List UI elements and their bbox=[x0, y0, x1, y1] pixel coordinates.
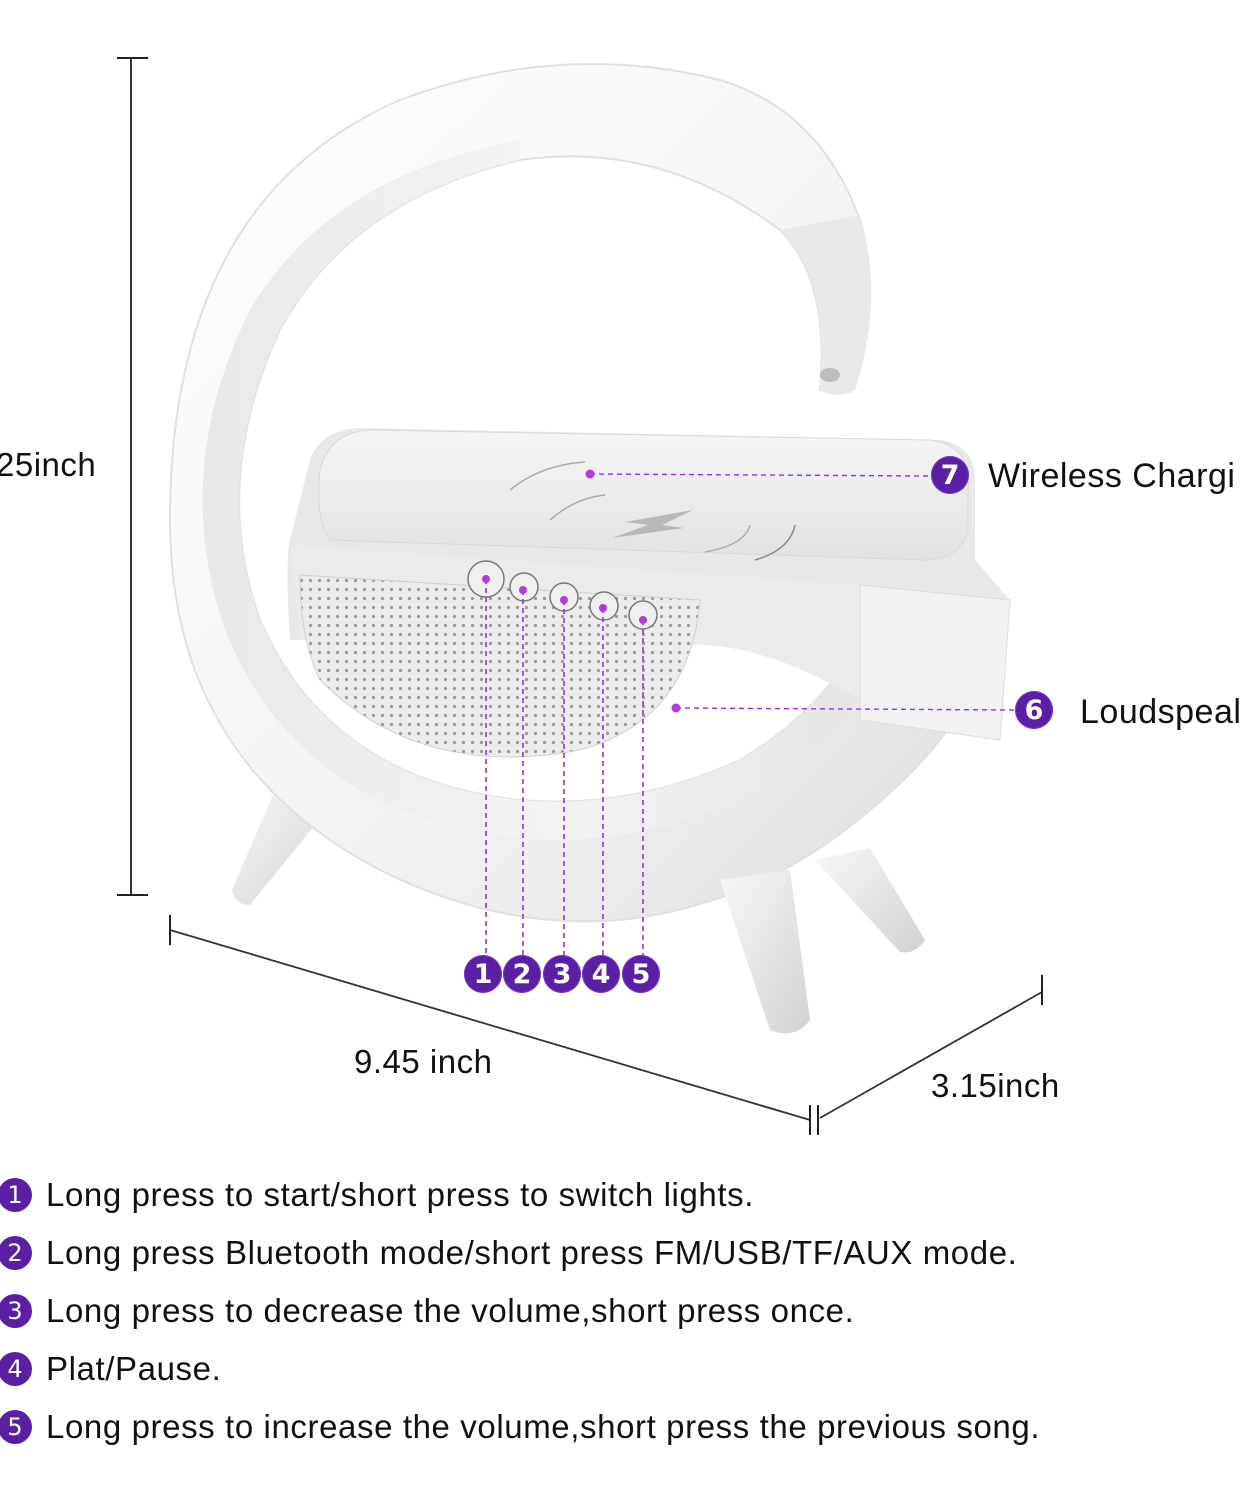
button-badge-2: 2 bbox=[503, 955, 541, 993]
legend-badge-2: 2 bbox=[0, 1236, 32, 1270]
loudspeaker-grille bbox=[299, 574, 701, 758]
lightning-bolt-icon bbox=[612, 510, 693, 538]
legend-item-1: 1 Long press to start/short press to swi… bbox=[0, 1170, 754, 1220]
leg-back-right bbox=[815, 848, 925, 953]
callout-loudspeaker: Loudspeal bbox=[1080, 693, 1242, 731]
lamp-ring bbox=[168, 63, 1012, 923]
legend-badge-1: 1 bbox=[0, 1178, 32, 1212]
legend-item-2: 2 Long press Bluetooth mode/short press … bbox=[0, 1228, 1017, 1278]
legend-item-5: 5 Long press to increase the volume,shor… bbox=[0, 1402, 1040, 1452]
callout-wireless-charging: Wireless Chargi bbox=[988, 457, 1236, 495]
product-illustration bbox=[117, 57, 1043, 1135]
callout-badge-7: 7 bbox=[931, 456, 969, 494]
callout-badge-6: 6 bbox=[1015, 691, 1053, 729]
height-dimension-line bbox=[117, 57, 148, 896]
loudspeaker-guide-line bbox=[675, 707, 1016, 711]
legend-item-4: 4 Plat/Pause. bbox=[0, 1344, 221, 1394]
button-badge-5: 5 bbox=[622, 955, 660, 993]
button-badge-4: 4 bbox=[582, 955, 620, 993]
leg-front-left bbox=[720, 870, 810, 1034]
legend-text-2: Long press Bluetooth mode/short press FM… bbox=[46, 1234, 1018, 1271]
legend-text-5: Long press to increase the volume,short … bbox=[46, 1408, 1041, 1445]
legend-item-3: 3 Long press to decrease the volume,shor… bbox=[0, 1286, 854, 1336]
legend-text-1: Long press to start/short press to switc… bbox=[46, 1176, 755, 1213]
button-guide-lines bbox=[485, 579, 644, 958]
legend-badge-3: 3 bbox=[0, 1294, 32, 1328]
depth-dimension-line bbox=[819, 975, 1043, 1119]
width-label: 9.45 inch bbox=[354, 1043, 493, 1080]
depth-label: 3.15inch bbox=[931, 1067, 1060, 1104]
legend-text-3: Long press to decrease the volume,short … bbox=[46, 1292, 855, 1329]
wireless-guide-line bbox=[589, 473, 931, 477]
speaker-base bbox=[287, 428, 1011, 758]
height-label: 25inch bbox=[0, 446, 97, 483]
legend-text-4: Plat/Pause. bbox=[46, 1350, 222, 1387]
button-badge-3: 3 bbox=[543, 955, 581, 993]
legend-badge-4: 4 bbox=[0, 1352, 32, 1386]
wireless-charging-pad bbox=[318, 429, 969, 561]
width-dimension-line bbox=[169, 915, 819, 1135]
legend-badge-5: 5 bbox=[0, 1410, 32, 1444]
button-badge-1: 1 bbox=[464, 955, 502, 993]
